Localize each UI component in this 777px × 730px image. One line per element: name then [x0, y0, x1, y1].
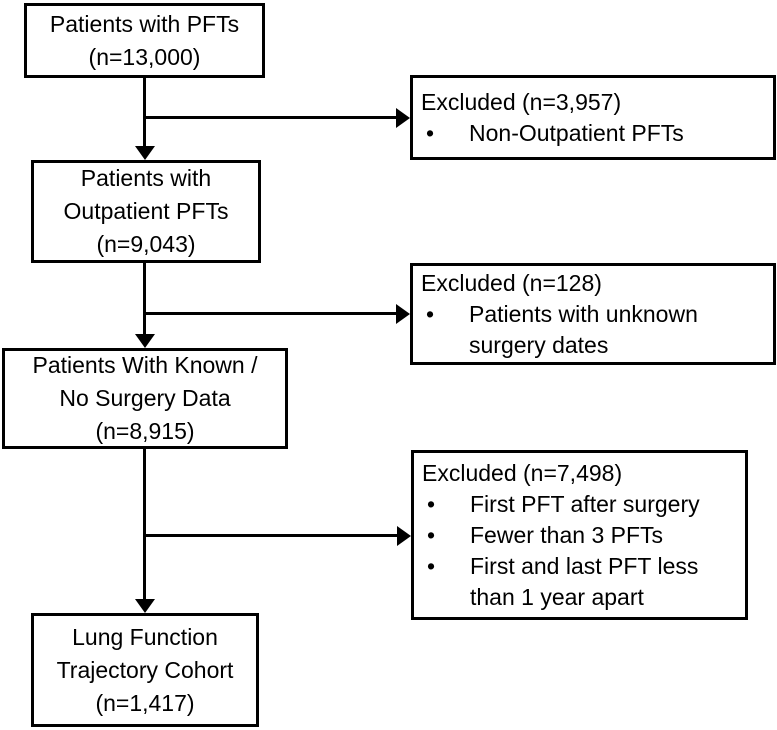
excluded-header: Excluded (n=3,957): [421, 88, 622, 115]
excluded-bullet-item: • First and last PFT less than 1 year ap…: [422, 551, 741, 613]
box-line: (n=13,000): [88, 43, 201, 70]
excluded-bullet-text: First PFT after surgery: [470, 490, 700, 517]
box-line: (n=1,417): [95, 689, 195, 716]
excluded-bullet-text: Fewer than 3 PFTs: [470, 521, 664, 548]
arrowhead-down-icon: [135, 146, 155, 160]
box-line: (n=8,915): [95, 418, 195, 444]
box-line: Patients with: [80, 165, 212, 191]
box-line: No Surgery Data: [59, 385, 231, 411]
flow-box-trajectory-cohort: Lung Function Trajectory Cohort (n=1,417…: [31, 613, 259, 727]
box-line: Patients With Known /: [32, 352, 258, 378]
bullet-icon: •: [426, 300, 435, 327]
flow-box-outpatient-pfts: Patients with Outpatient PFTs (n=9,043): [31, 160, 261, 263]
bullet-icon: •: [426, 119, 435, 146]
connector-line-branch-3: [144, 534, 397, 537]
excluded-bullet-item: • Non-Outpatient PFTs: [421, 118, 769, 149]
excluded-bullet-item: • Patients with unknown surgery dates: [421, 299, 769, 361]
arrowhead-right-icon: [396, 304, 410, 324]
connector-line-vertical-2: [143, 262, 146, 334]
arrowhead-right-icon: [396, 108, 410, 128]
bullet-icon: •: [427, 521, 436, 548]
excluded-bullet-text: Patients with unknown surgery dates: [469, 300, 698, 358]
box-line: Trajectory Cohort: [56, 656, 234, 683]
box-line: (n=9,043): [96, 231, 196, 257]
bullet-icon: •: [427, 552, 436, 579]
bullet-icon: •: [427, 490, 436, 517]
box-line: Patients with PFTs: [49, 10, 240, 37]
excluded-bullet-item: • Fewer than 3 PFTs: [422, 520, 741, 551]
connector-line-vertical-1: [143, 77, 146, 147]
connector-line-branch-1: [144, 116, 396, 119]
excluded-header: Excluded (n=128): [421, 269, 602, 296]
excluded-bullet-text: First and last PFT less than 1 year apar…: [470, 552, 699, 610]
connector-line-vertical-3: [143, 447, 146, 599]
arrowhead-down-icon: [135, 599, 155, 613]
excluded-header: Excluded (n=7,498): [422, 459, 623, 486]
box-line: Outpatient PFTs: [63, 198, 229, 224]
box-line: Lung Function: [72, 623, 218, 650]
excluded-box-unknown-surgery-dates: Excluded (n=128) • Patients with unknown…: [410, 263, 776, 365]
excluded-box-pft-criteria: Excluded (n=7,498) • First PFT after sur…: [411, 450, 748, 620]
flow-box-patients-with-pfts: Patients with PFTs (n=13,000): [24, 3, 265, 78]
excluded-bullet-text: Non-Outpatient PFTs: [469, 119, 684, 146]
arrowhead-right-icon: [397, 526, 411, 546]
excluded-bullet-item: • First PFT after surgery: [422, 489, 741, 520]
excluded-box-non-outpatient: Excluded (n=3,957) • Non-Outpatient PFTs: [410, 75, 776, 160]
connector-line-branch-2: [144, 312, 396, 315]
arrowhead-down-icon: [135, 334, 155, 348]
flow-box-known-no-surgery-data: Patients With Known / No Surgery Data (n…: [2, 348, 288, 449]
